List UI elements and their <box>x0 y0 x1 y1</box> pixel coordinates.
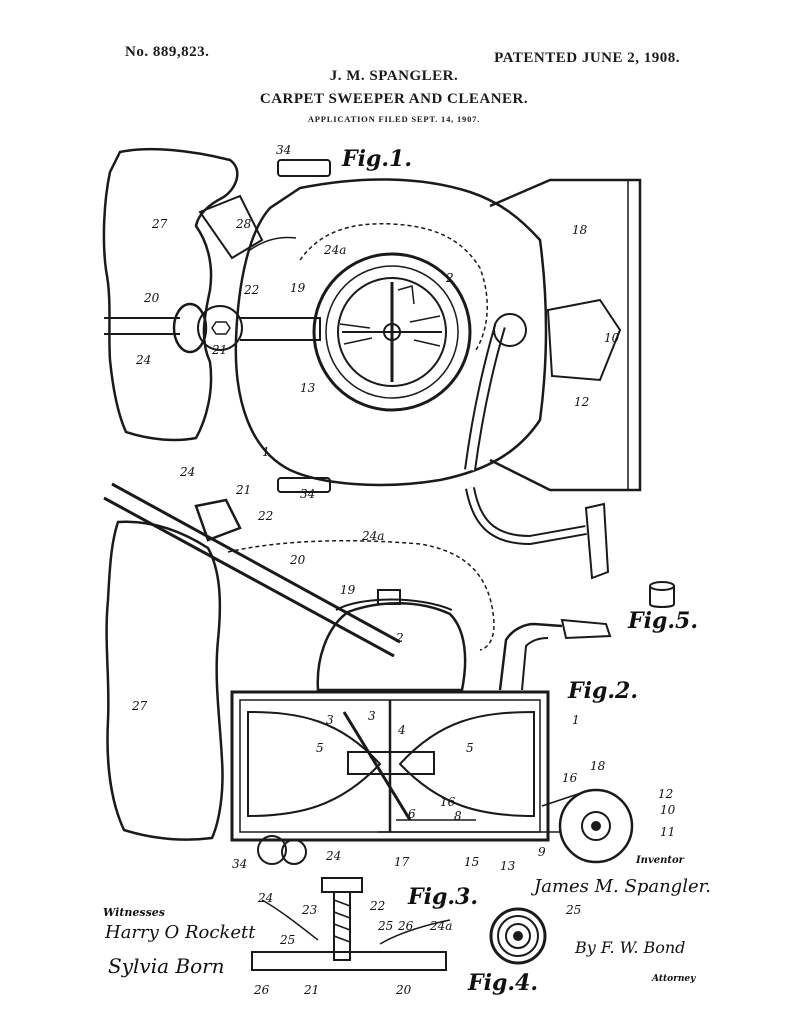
ref-20-fig3: 20 <box>395 983 412 997</box>
ref-2-fig2: 2 <box>395 631 404 645</box>
ref-25-fig4: 25 <box>565 903 581 917</box>
ref-12-fig2: 12 <box>658 787 673 801</box>
ref-4: 4 <box>397 723 406 737</box>
ref-25-b: 25 <box>377 919 393 933</box>
figure-5-drawing <box>649 581 675 608</box>
ref-19-fig2: 19 <box>340 583 356 597</box>
ref-26-b: 26 <box>253 983 270 997</box>
attorney-signature: By F. W. Bond <box>575 938 686 957</box>
ref-19-fig1: 19 <box>290 281 306 295</box>
ref-10-fig1: 10 <box>604 331 620 345</box>
witnesses-label: Witnesses <box>103 906 165 919</box>
fig-3-label: Fig.3. <box>407 884 478 910</box>
ref-24a-fig2: 24a <box>361 529 384 543</box>
ref-17: 17 <box>394 855 410 869</box>
figure-2-drawing <box>103 482 634 865</box>
patent-date: PATENTED JUNE 2, 1908. <box>494 50 680 66</box>
ref-22-fig1: 22 <box>243 283 259 297</box>
ref-28: 28 <box>235 217 252 231</box>
ref-1-fig2: 1 <box>572 713 580 727</box>
ref-24a-fig3: 24a <box>429 919 452 933</box>
ref-16-a: 16 <box>562 771 578 785</box>
ref-24-fig1: 24 <box>135 353 151 367</box>
ref-21-fig3: 21 <box>303 983 319 997</box>
ref-24-fig2: 24 <box>179 465 195 479</box>
ref-3a: 3 <box>326 713 334 727</box>
ref-8: 8 <box>454 809 462 823</box>
ref-5-left: 5 <box>316 741 324 755</box>
patent-title: CARPET SWEEPER AND CLEANER. <box>259 91 529 107</box>
ref-21-fig1: 21 <box>211 343 227 357</box>
figure-4-drawing <box>489 907 547 965</box>
ref-27-fig1: 27 <box>151 217 168 231</box>
ref-34-top: 34 <box>276 143 291 157</box>
ref-34-fig2: 34 <box>232 857 247 871</box>
ref-18-fig1: 18 <box>572 223 588 237</box>
witness-2-signature: Sylvia Born <box>108 954 225 978</box>
ref-24a-fig1: 24a <box>323 243 346 257</box>
fig-1-label: Fig.1. <box>341 146 412 172</box>
ref-16-b: 16 <box>440 795 456 809</box>
ref-20-fig1: 20 <box>143 291 160 305</box>
ref-23: 23 <box>301 903 318 917</box>
application-filed-date: APPLICATION FILED SEPT. 14, 1907. <box>307 114 481 124</box>
ref-10-fig2: 10 <box>660 803 676 817</box>
ref-12-fig1: 12 <box>574 395 589 409</box>
ref-2-fig1: 2 <box>445 271 454 285</box>
figure-3-drawing <box>251 877 451 971</box>
ref-18-fig2: 18 <box>590 759 606 773</box>
attorney-label: Attorney <box>652 974 696 984</box>
ref-11: 11 <box>660 825 675 839</box>
inventor-label: Inventor <box>636 855 684 866</box>
inventor-signature: James M. Spangler. <box>534 876 711 897</box>
ref-21-fig2: 21 <box>235 483 251 497</box>
inventor-name-heading: J. M. SPANGLER. <box>329 68 459 84</box>
ref-24-fig3: 24 <box>257 891 273 905</box>
ref-20-fig2: 20 <box>289 553 306 567</box>
ref-34-bottom: 34 <box>300 487 315 501</box>
patent-number: No. 889,823. <box>125 44 210 60</box>
ref-3b: 3 <box>368 709 376 723</box>
ref-22-fig2: 22 <box>257 509 273 523</box>
witness-1-signature: Harry O Rockett <box>105 922 256 943</box>
ref-27-fig2: 27 <box>131 699 148 713</box>
ref-26-a: 26 <box>397 919 414 933</box>
ref-1-fig1: 1 <box>262 445 270 459</box>
ref-9: 9 <box>538 845 546 859</box>
ref-5-right: 5 <box>466 741 474 755</box>
ref-6: 6 <box>408 807 416 821</box>
ref-13-fig1: 13 <box>300 381 316 395</box>
ref-14: 24 <box>325 849 341 863</box>
fig-2-label: Fig.2. <box>567 678 638 704</box>
fig-4-label: Fig.4. <box>467 970 538 996</box>
fig-5-label: Fig.5. <box>627 608 698 634</box>
ref-15: 15 <box>464 855 479 869</box>
ref-25-fig3: 25 <box>279 933 295 947</box>
ref-22-fig3: 22 <box>369 899 385 913</box>
figure-1-drawing <box>102 147 642 580</box>
ref-13-fig2: 13 <box>500 859 516 873</box>
